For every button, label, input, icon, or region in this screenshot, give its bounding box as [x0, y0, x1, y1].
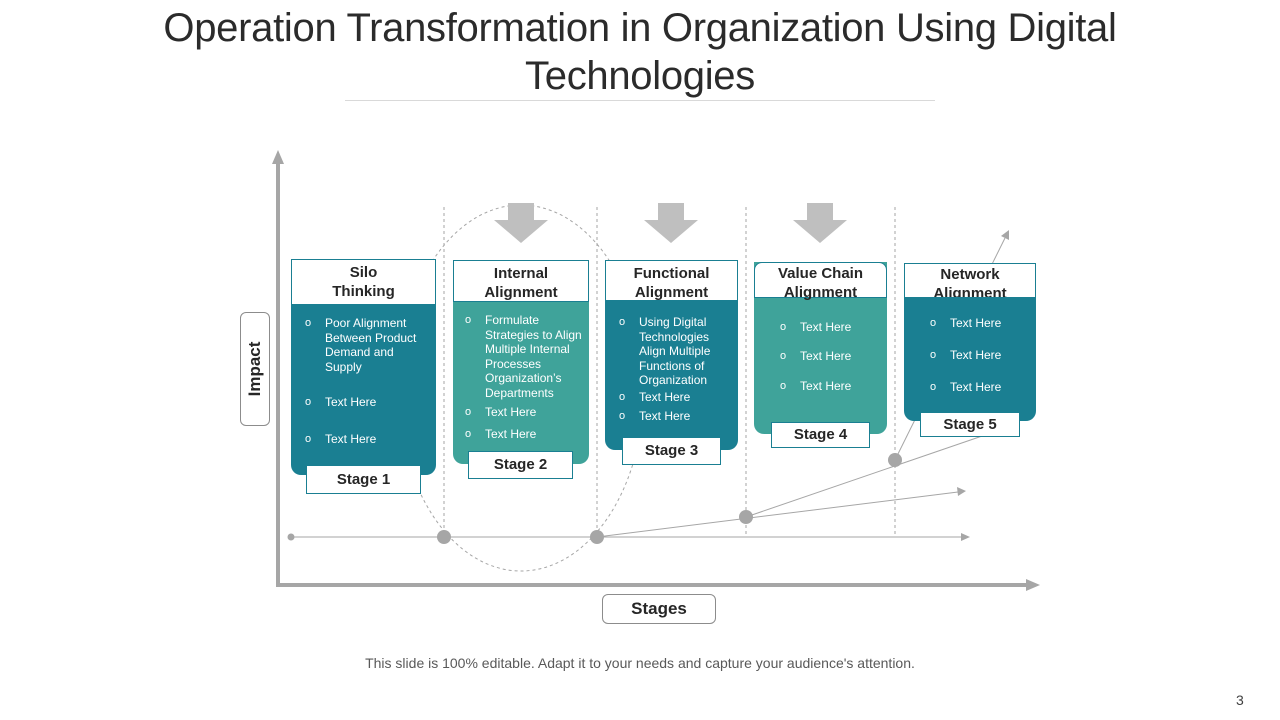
- down-arrow-icon: [494, 203, 548, 243]
- baseline-arrowhead: [961, 533, 970, 541]
- bullet-icon: o: [305, 433, 312, 445]
- growth-line: [745, 433, 989, 518]
- bullet-icon: o: [930, 381, 937, 393]
- stage-heading: Silo Thinking: [291, 259, 436, 305]
- stage-heading: Value Chain Alignment: [754, 262, 887, 301]
- bullet-icon: o: [930, 317, 937, 329]
- down-arrow-icon: [793, 203, 847, 243]
- y-axis-label-text: Impact: [245, 341, 264, 397]
- slide-title: Operation Transformation in Organization…: [163, 6, 1117, 98]
- bullet-icon: o: [465, 406, 472, 418]
- bullet-icon: o: [465, 314, 472, 326]
- x-axis-label: Stages: [602, 594, 716, 624]
- bullet-icon: o: [305, 317, 312, 329]
- bullet-icon: o: [780, 380, 787, 392]
- stage-label: Stage 2: [468, 451, 573, 479]
- bullet-icon: o: [780, 321, 787, 333]
- bullet-icon: o: [780, 350, 787, 362]
- page-number: 3: [1236, 692, 1244, 708]
- stage-label: Stage 3: [622, 437, 721, 465]
- growth-line-arrowhead: [957, 487, 966, 496]
- bullet-icon: o: [465, 428, 472, 440]
- stage-dot: [888, 453, 902, 467]
- bullet-icon: o: [930, 349, 937, 361]
- stage-dot: [437, 530, 451, 544]
- growth-line-arrowhead: [1001, 230, 1009, 240]
- growth-line: [596, 491, 959, 538]
- down-arrow-icon: [644, 203, 698, 243]
- stage-label: Stage 5: [920, 412, 1020, 437]
- bullet-icon: o: [619, 316, 626, 328]
- footer-note: This slide is 100% editable. Adapt it to…: [365, 655, 915, 671]
- y-axis-label: Impact: [240, 312, 270, 426]
- stage-label: Stage 4: [771, 422, 870, 448]
- baseline-start-dot: [287, 533, 295, 541]
- bullet-icon: o: [305, 396, 312, 408]
- title-divider: [345, 100, 935, 101]
- stage-dot: [590, 530, 604, 544]
- x-axis-arrowhead: [1026, 579, 1040, 591]
- stage-heading: Functional Alignment: [605, 260, 738, 301]
- bullet-icon: o: [619, 391, 626, 403]
- stage-heading: Network Alignment: [904, 263, 1036, 298]
- bullet-icon: o: [619, 410, 626, 422]
- stage-dot: [739, 510, 753, 524]
- stage-label: Stage 1: [306, 465, 421, 494]
- stage-heading: Internal Alignment: [453, 260, 589, 302]
- y-axis-arrowhead: [272, 150, 284, 164]
